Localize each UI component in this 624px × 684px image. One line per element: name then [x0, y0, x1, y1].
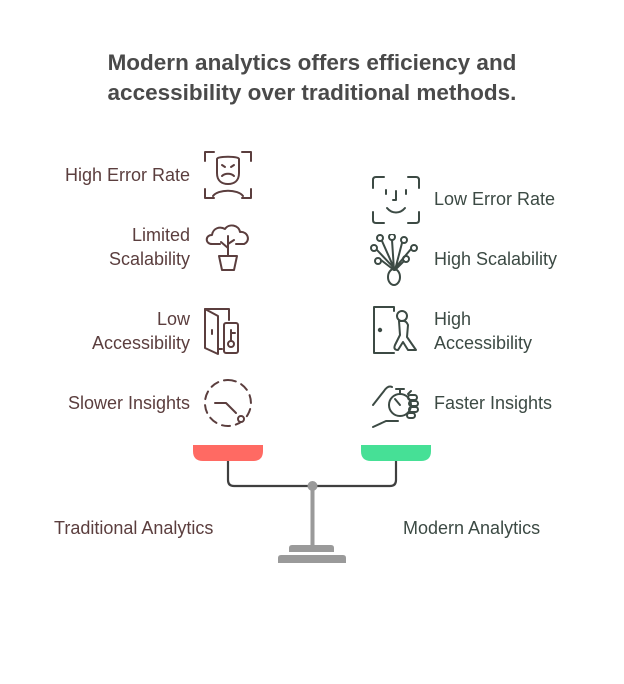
traditional-high-error-rate-label: High Error Rate [65, 163, 190, 187]
traditional-low-accessibility-label: Low Accessibility [92, 307, 190, 355]
modern-low-error-rate-label: Low Error Rate [434, 187, 555, 211]
label-text: Low Error Rate [434, 189, 556, 209]
modern-faster-insights-label: Faster Insights [434, 391, 552, 415]
traditional-pan [193, 445, 263, 461]
person-entering-door-icon [370, 305, 422, 357]
label-text: Slower Insights [67, 393, 190, 413]
modern-high-accessibility-label: High Accessibility [434, 307, 532, 355]
frowning-face-scan-icon [202, 149, 254, 201]
label-line-1: Limited [131, 225, 190, 245]
label-text: Faster Insights [434, 393, 553, 413]
label-text: High Error Rate [64, 165, 190, 185]
smiling-face-scan-icon [370, 174, 422, 226]
dashed-clock-icon [202, 377, 254, 429]
modern-high-scalability-label: High Scalability [434, 247, 557, 271]
branching-network-icon [370, 234, 422, 286]
traditional-slower-insights-label: Slower Insights [68, 391, 190, 415]
potted-tree-icon [202, 222, 254, 274]
label-line-2: Accessibility [91, 333, 190, 353]
label-line-2: Accessibility [434, 333, 533, 353]
diagram-title: Modern analytics offers efficiency and a… [0, 48, 624, 108]
label-text: High Scalability [434, 249, 558, 269]
modern-pan [361, 445, 431, 461]
traditional-analytics-label: Traditional Analytics [54, 518, 214, 538]
modern-analytics-label: Modern Analytics [403, 518, 541, 538]
traditional-limited-scalability-label: Limited Scalability [109, 223, 190, 271]
scale-base-top [289, 545, 334, 552]
hand-holding-stopwatch-icon [370, 379, 422, 431]
scale-base-bottom [278, 555, 346, 563]
scale-pole [310, 490, 315, 548]
title-line-2: accessibility over traditional methods. [107, 80, 517, 105]
label-line-2: Scalability [108, 249, 190, 269]
door-with-key-icon [202, 306, 254, 358]
title-line-1: Modern analytics offers efficiency and [107, 50, 517, 75]
scale-beam [226, 461, 398, 488]
label-line-1: Low [156, 309, 190, 329]
label-line-1: High [434, 309, 472, 329]
scale-pivot [307, 481, 318, 491]
